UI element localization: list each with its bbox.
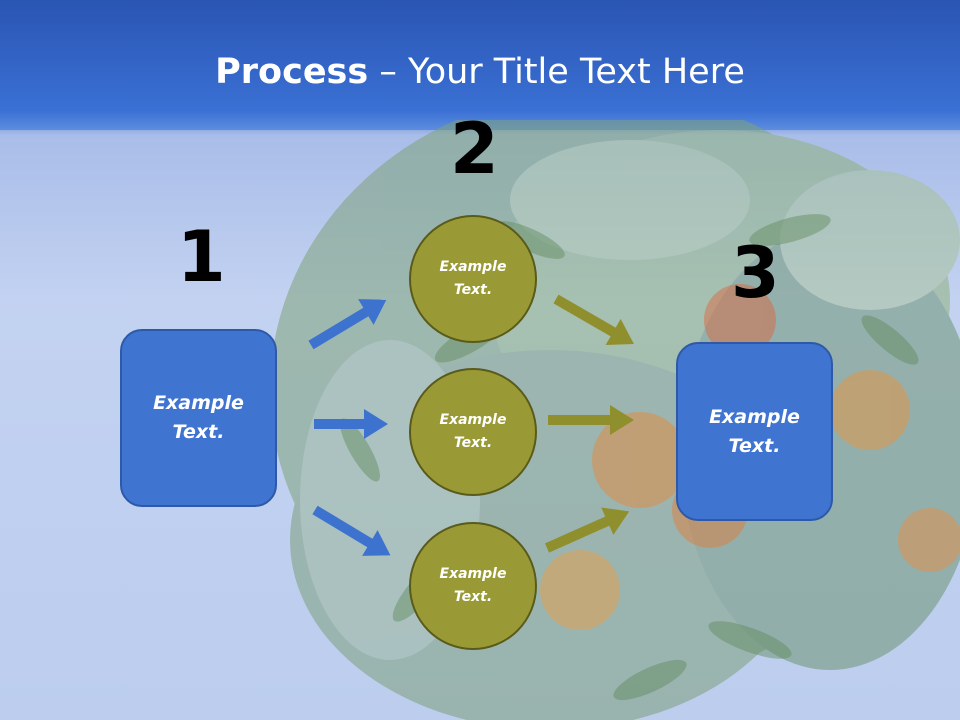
end-node: Example Text. bbox=[676, 342, 833, 521]
circle-node-bottom-label: Example Text. bbox=[439, 566, 507, 605]
title-bold: Process bbox=[215, 52, 369, 92]
step-number-2: 2 bbox=[450, 108, 499, 190]
end-node-label: Example Text. bbox=[709, 405, 800, 457]
arrow-start-to-top bbox=[308, 299, 387, 350]
circle-node-middle-label: Example Text. bbox=[439, 412, 507, 451]
circle-node-top-label: Example Text. bbox=[439, 259, 507, 298]
arrow-start-to-middle bbox=[314, 409, 388, 439]
arrow-top-to-end bbox=[553, 294, 634, 345]
title-bar bbox=[0, 0, 960, 130]
arrow-start-to-bottom bbox=[312, 505, 391, 556]
arrow-bottom-to-end bbox=[544, 507, 630, 553]
circle-node-top: Example Text. bbox=[409, 215, 537, 343]
step-number-3: 3 bbox=[731, 232, 780, 314]
step-number-1: 1 bbox=[177, 216, 226, 298]
start-node-label: Example Text. bbox=[153, 392, 244, 443]
title-rest: – Your Title Text Here bbox=[368, 52, 745, 92]
slide-title: Process – Your Title Text Here bbox=[0, 52, 960, 92]
arrow-middle-to-end bbox=[548, 405, 634, 435]
circle-node-bottom: Example Text. bbox=[409, 522, 537, 650]
start-node: Example Text. bbox=[120, 329, 277, 507]
circle-node-middle: Example Text. bbox=[409, 368, 537, 496]
